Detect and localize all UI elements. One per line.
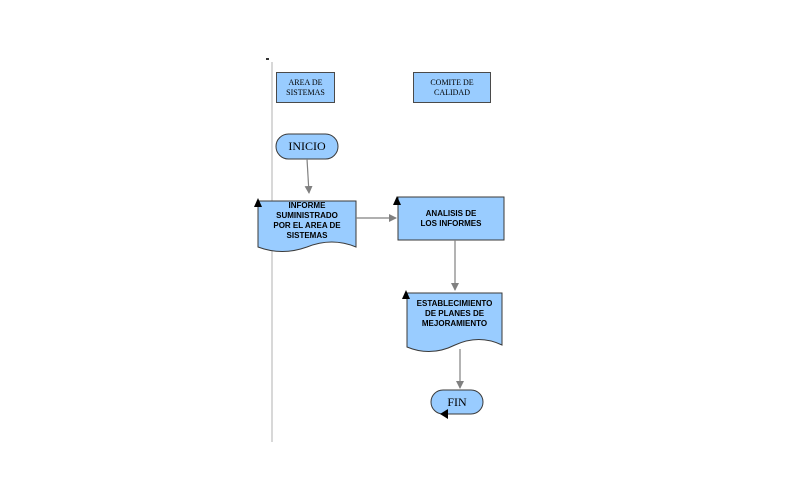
- informe-document-shape[interactable]: [257, 200, 357, 252]
- analisis-process-shape[interactable]: [397, 196, 505, 241]
- lane-header-area-sistemas-label: AREA DE SISTEMAS: [286, 77, 325, 97]
- lane-top-marker: [266, 58, 269, 60]
- establecimiento-corner-marker: [402, 290, 410, 299]
- inicio-terminator-shape[interactable]: [275, 133, 339, 160]
- fin-terminator-shape[interactable]: [430, 389, 484, 415]
- arrow-inicio-to-informe: [304, 158, 313, 194]
- informe-corner-marker: [254, 198, 262, 207]
- lane-header-comite-calidad: COMITE DE CALIDAD: [413, 72, 491, 103]
- lane-header-area-sistemas: AREA DE SISTEMAS: [276, 72, 335, 103]
- lane-header-comite-calidad-label: COMITE DE CALIDAD: [430, 77, 474, 97]
- analisis-corner-marker: [393, 196, 401, 205]
- establecimiento-document-shape[interactable]: [406, 292, 503, 352]
- fin-corner-marker: [440, 409, 448, 419]
